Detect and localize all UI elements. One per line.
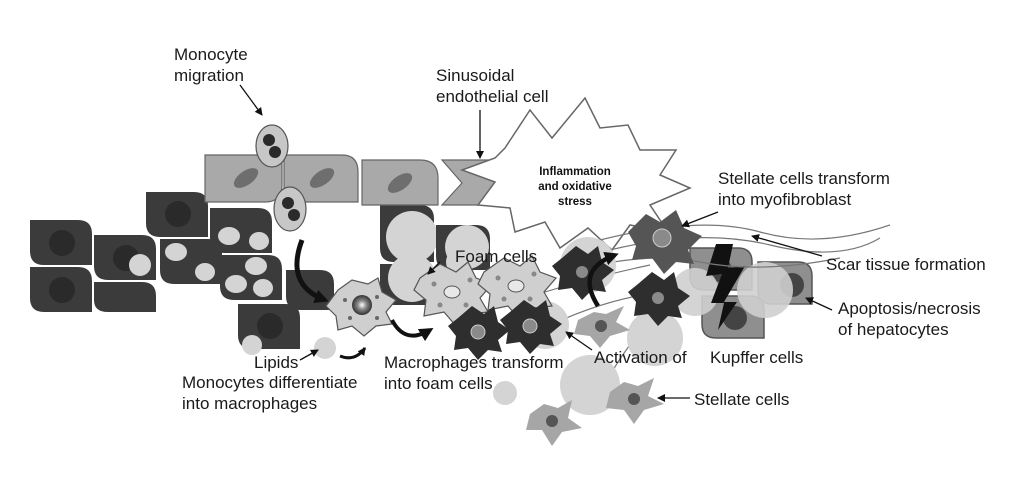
endothelial-nucleus (233, 168, 259, 188)
label-monocyte-migration: Monocyte migration (174, 44, 248, 86)
label-line: migration (174, 66, 244, 85)
label-line: into foam cells (384, 374, 493, 393)
label-sinusoidal-endothelial: Sinusoidal endothelial cell (436, 65, 548, 107)
lipid-droplet (386, 211, 438, 263)
label-line: of hepatocytes (838, 320, 949, 339)
hepatocyte-nucleus (49, 230, 75, 256)
label-stellate-cells: Stellate cells (694, 390, 790, 409)
label-line: endothelial cell (436, 87, 549, 106)
lipid-droplet (129, 254, 151, 276)
kupffer-cell (500, 300, 562, 354)
lipid-droplet (249, 232, 269, 250)
foam-cell (477, 255, 558, 321)
endothelial-nucleus (309, 168, 335, 188)
hepatocyte (94, 282, 156, 312)
label-line: into macrophages (182, 394, 318, 413)
label-line: Monocytes differentiate (182, 373, 358, 392)
label-foam-cells: Foam cells (455, 247, 538, 266)
stellate-cell (574, 306, 630, 348)
label-monocytes-differentiate: Monocytes differentiate into macrophages (182, 372, 357, 414)
label-line: Monocyte (174, 45, 248, 64)
lipid-droplet (245, 257, 267, 275)
label-kupffer-cells: Kupffer cells (710, 348, 804, 367)
label-stellate-transform: Stellate cells transform into myofibrobl… (718, 168, 890, 210)
hepatocyte-group-right (671, 244, 813, 339)
stellate-cell (526, 400, 582, 446)
kupffer-cell (628, 272, 690, 326)
myofibroblast (628, 210, 702, 274)
hepatocyte-nucleus (257, 313, 283, 339)
endothelial-nucleus (387, 173, 413, 193)
pointer-arrows (239, 84, 833, 402)
stellate-cell (606, 378, 664, 424)
label-line: Macrophages transform (384, 353, 564, 372)
label-line: Stellate cells transform (718, 169, 890, 188)
process-arrows (294, 239, 619, 360)
label-scar-tissue: Scar tissue formation (826, 255, 986, 274)
label-line: into myofibroblast (718, 190, 852, 209)
lipid-droplet (253, 279, 273, 297)
label-inflammation: Inflammation and oxidative stress (520, 165, 630, 210)
apoptotic-body (737, 262, 793, 318)
monocyte-bottom (273, 186, 307, 232)
label-lipids: Lipids (254, 353, 299, 372)
lipid-droplet (195, 263, 215, 281)
label-apoptosis: Apoptosis/necrosis of hepatocytes (838, 298, 981, 340)
hepatocyte-nucleus (49, 277, 75, 303)
label-macrophages-transform: Macrophages transform into foam cells (384, 352, 564, 394)
label-line: stress (558, 196, 592, 208)
kupffer-cell (552, 246, 614, 300)
monocyte-top (255, 124, 289, 168)
label-line: Apoptosis/necrosis (838, 299, 981, 318)
apoptotic-body (671, 268, 719, 316)
lipid-droplet (225, 275, 247, 293)
label-line: and oxidative (538, 181, 612, 193)
label-activation-of: Activation of (594, 348, 687, 367)
lightning-bolt-icon (706, 244, 745, 330)
hepatocyte-nucleus (165, 201, 191, 227)
endothelial-layer (204, 154, 501, 206)
lipid-droplet (218, 227, 240, 245)
kupffer-cell (448, 306, 510, 360)
label-line: Inflammation (539, 166, 611, 178)
label-line: Sinusoidal (436, 66, 515, 85)
hepatocyte-group-left (30, 192, 334, 349)
lipid-droplet (165, 243, 187, 261)
